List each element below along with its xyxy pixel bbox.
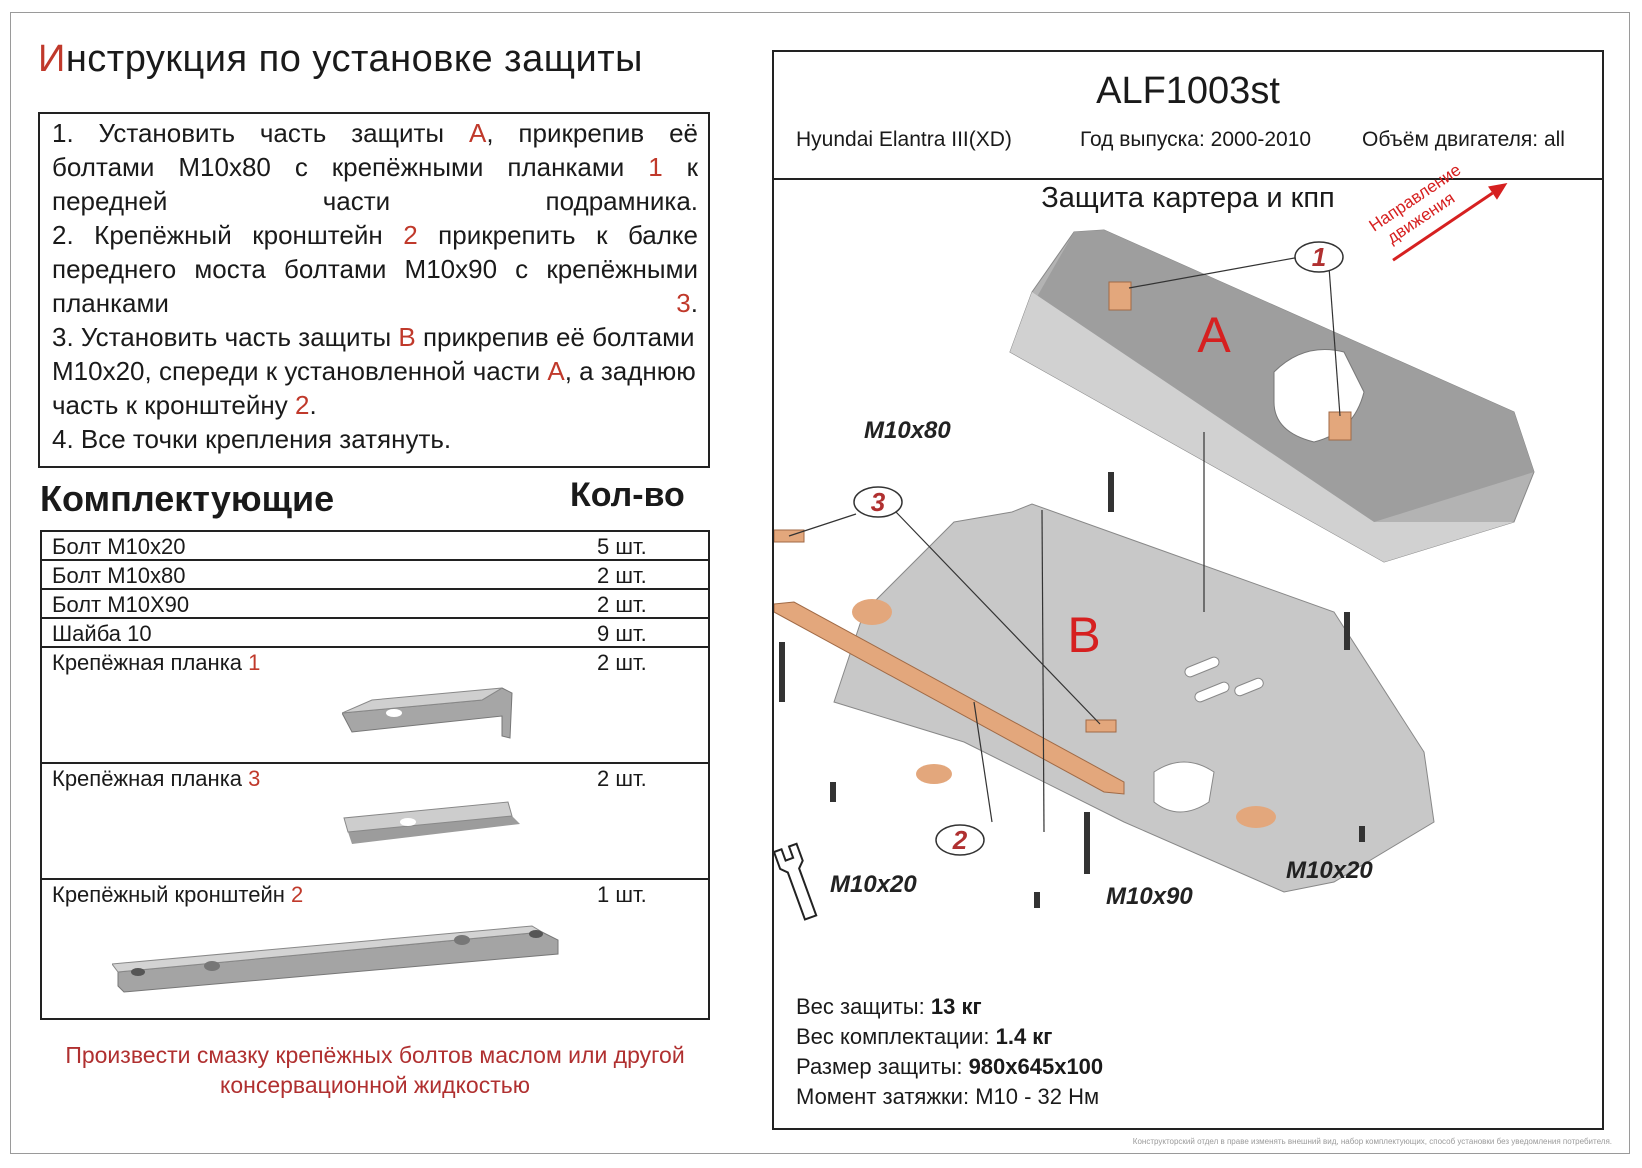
step-3: 3. Установить часть защиты B прикрепив е…	[52, 322, 696, 420]
part-b-label: B	[1067, 607, 1100, 663]
bolts	[779, 472, 1365, 908]
footer-disclaimer: Конструкторский отдел в праве изменять в…	[1132, 1137, 1612, 1146]
assembly-diagram: 1 3 2 A B M10x80 M10x20 M10x90 M10x20 На…	[774, 160, 1535, 921]
step-1: 1. Установить часть защиты A, прикрепив …	[52, 118, 698, 216]
production-years: Год выпуска: 2000-2010	[1080, 128, 1312, 151]
mounting-bracket-2-image	[112, 925, 559, 993]
instructions-title: Инструкция по установке защиты	[38, 38, 643, 80]
bracket-2	[774, 601, 1125, 795]
step-4: 4. Все точки крепления затянуть.	[52, 424, 452, 454]
table-row: Крепёжная планка 1 2 шт.	[42, 648, 708, 764]
bolt-label-m10x80: M10x80	[864, 417, 951, 444]
plate-1-bottom	[1328, 411, 1352, 441]
table-row: Крепёжная планка 3 2 шт.	[42, 764, 708, 880]
spec-kit-weight: Вес комплектации: 1.4 кг	[796, 1024, 1053, 1049]
product-code: ALF1003st	[1096, 70, 1280, 112]
lubrication-note: Произвести смазку крепёжных болтов масло…	[65, 1042, 685, 1098]
plate-3-right	[1085, 719, 1117, 733]
bolt-label-m10x90: M10x90	[1106, 883, 1193, 910]
product-subtitle: Защита картера и кпп	[1041, 182, 1335, 214]
table-row: Крепёжный кронштейн 2 1 шт.	[42, 880, 708, 1018]
callout-1: 1	[1294, 241, 1344, 273]
part-a-label: A	[1197, 307, 1231, 363]
callout-3: 3	[853, 486, 903, 518]
product-sheet: ALF1003st Hyundai Elantra III(XD) Год вы…	[772, 50, 1604, 1130]
page-frame	[10, 12, 1630, 1154]
step-2: 2. Крепёжный кронштейн 2 прикрепить к ба…	[52, 220, 698, 318]
part-a-plate	[1009, 229, 1535, 563]
svg-text:1: 1	[1312, 242, 1326, 272]
leader-lines	[788, 256, 1341, 833]
instructions-box: 1. Установить часть защиты A, прикрепив …	[38, 112, 710, 468]
spec-size: Размер защиты: 980х645х100	[796, 1054, 1104, 1079]
bolt-label-m10x20-left: M10x20	[830, 871, 917, 898]
product-specs: Вес защиты: 13 кг Вес комплектации: 1.4 …	[796, 992, 1103, 1112]
engine-volume: Объём двигателя: all	[1362, 128, 1565, 151]
mounting-plate-1-image	[342, 687, 513, 739]
wrench-icon	[774, 842, 818, 921]
spec-torque: Момент затяжки: М10 - 32 Нм	[796, 1084, 1100, 1109]
callout-2: 2	[935, 824, 985, 856]
svg-text:2: 2	[952, 825, 968, 855]
car-model: Hyundai Elantra III(XD)	[796, 128, 1012, 151]
spec-weight: Вес защиты: 13 кг	[796, 994, 982, 1019]
qty-heading: Кол-во	[570, 476, 685, 514]
product-header: ALF1003st Hyundai Elantra III(XD) Год вы…	[774, 52, 1602, 180]
mounting-plate-3-image	[343, 801, 520, 844]
part-b-plate	[833, 503, 1435, 893]
parts-heading: Комплектующие	[40, 478, 335, 519]
plate-1-top	[1108, 281, 1132, 311]
direction-indicator: Направление движения	[1366, 160, 1508, 262]
svg-text:3: 3	[871, 487, 886, 517]
bolt-label-m10x20-right: M10x20	[1286, 857, 1373, 884]
